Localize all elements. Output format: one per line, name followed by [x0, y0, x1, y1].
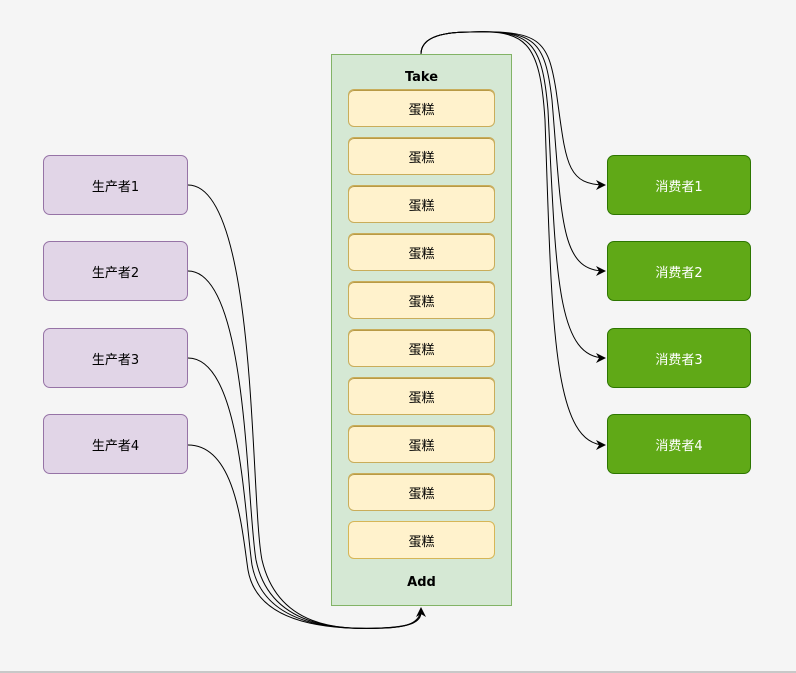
queue-item-label: 蛋糕: [408, 390, 435, 406]
producer-label: 生产者4: [91, 438, 140, 454]
queue-item-label: 蛋糕: [408, 150, 435, 166]
consumer-node-4[interactable]: 消费者4: [607, 414, 751, 474]
queue-item-2[interactable]: 蛋糕: [348, 137, 495, 175]
queue-item-3[interactable]: 蛋糕: [348, 185, 495, 223]
queue-take-label: Take: [404, 70, 439, 85]
queue-item-label: 蛋糕: [408, 198, 435, 214]
queue-item-label: 蛋糕: [408, 534, 435, 550]
bottom-divider: [0, 671, 796, 673]
queue-item-label: 蛋糕: [408, 294, 435, 310]
producer-label: 生产者3: [91, 352, 140, 368]
consumer-label: 消费者4: [655, 438, 703, 454]
queue-item-5[interactable]: 蛋糕: [348, 281, 495, 319]
queue-item-label: 蛋糕: [408, 246, 435, 262]
consumer-label: 消费者2: [655, 265, 703, 281]
consumer-label: 消费者1: [655, 179, 703, 195]
consumer-node-3[interactable]: 消费者3: [607, 328, 751, 388]
consumer-node-1[interactable]: 消费者1: [607, 155, 751, 215]
producer-node-3[interactable]: 生产者3: [43, 328, 188, 388]
queue-item-9[interactable]: 蛋糕: [348, 473, 495, 511]
queue-item-label: 蛋糕: [408, 102, 435, 118]
consumer-node-2[interactable]: 消费者2: [607, 241, 751, 301]
edge-producer-4-to-add: [187, 444, 426, 629]
queue-item-label: 蛋糕: [408, 342, 435, 358]
queue-item-4[interactable]: 蛋糕: [348, 233, 495, 271]
queue-item-1[interactable]: 蛋糕: [348, 89, 495, 127]
producer-label: 生产者1: [91, 179, 140, 195]
queue-item-8[interactable]: 蛋糕: [348, 425, 495, 463]
producer-label: 生产者2: [91, 265, 140, 281]
queue-add-label: Add: [407, 575, 436, 590]
consumer-label: 消费者3: [655, 352, 703, 368]
queue-item-7[interactable]: 蛋糕: [348, 377, 495, 415]
producer-node-2[interactable]: 生产者2: [43, 241, 188, 301]
queue-item-6[interactable]: 蛋糕: [348, 329, 495, 367]
producer-node-1[interactable]: 生产者1: [43, 155, 188, 215]
queue-item-10[interactable]: 蛋糕: [348, 521, 495, 559]
edge-take-to-consumer-4: [420, 31, 606, 450]
queue-item-label: 蛋糕: [408, 438, 435, 454]
queue-item-label: 蛋糕: [408, 486, 435, 502]
producer-node-4[interactable]: 生产者4: [43, 414, 188, 474]
